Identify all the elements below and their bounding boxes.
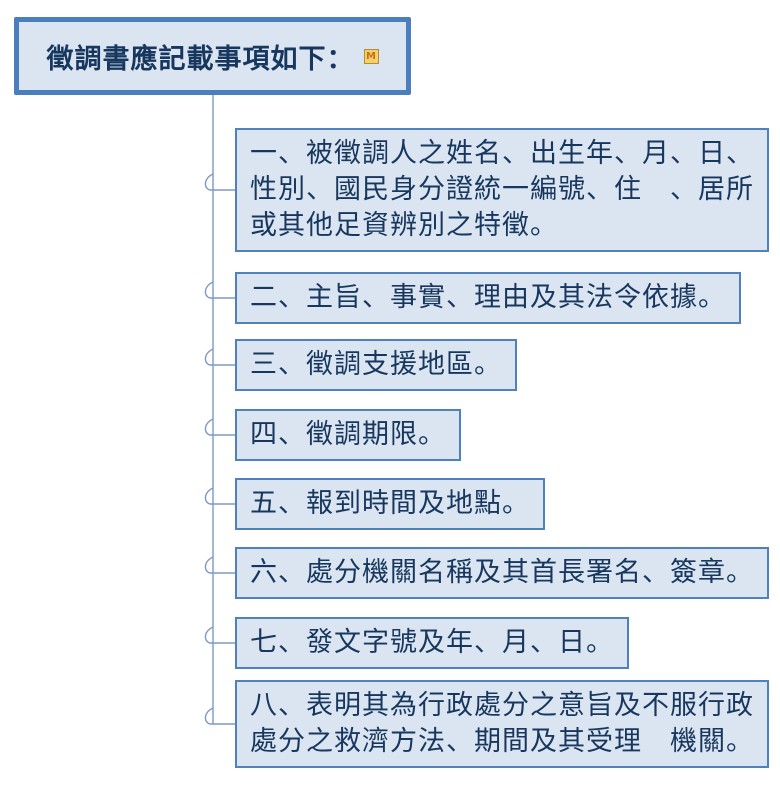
topic-4[interactable]: 四、徵調期限。 [235,409,461,461]
topic-5[interactable]: 五、報到時間及地點。 [235,478,545,530]
topic-6[interactable]: 六、處分機關名稱及其首長署名、簽章。 [235,547,769,599]
topic-3[interactable]: 三、徵調支援地區。 [235,339,517,391]
map-marker-icon[interactable]: M [363,48,379,64]
root-topic[interactable]: 徵調書應記載事項如下： M [14,17,411,95]
root-topic-label: 徵調書應記載事項如下： [46,43,355,75]
topic-1[interactable]: 一、被徵調人之姓名、出生年、月、日、 性別、國民身分證統一編號、住 、居所 或其… [235,128,769,252]
topic-7[interactable]: 七、發文字號及年、月、日。 [235,617,629,669]
topic-2[interactable]: 二、主旨、事實、理由及其法令依據。 [235,272,741,324]
topic-8[interactable]: 八、表明其為行政處分之意旨及不服行政 處分之救濟方法、期間及其受理 機關。 [235,680,769,768]
